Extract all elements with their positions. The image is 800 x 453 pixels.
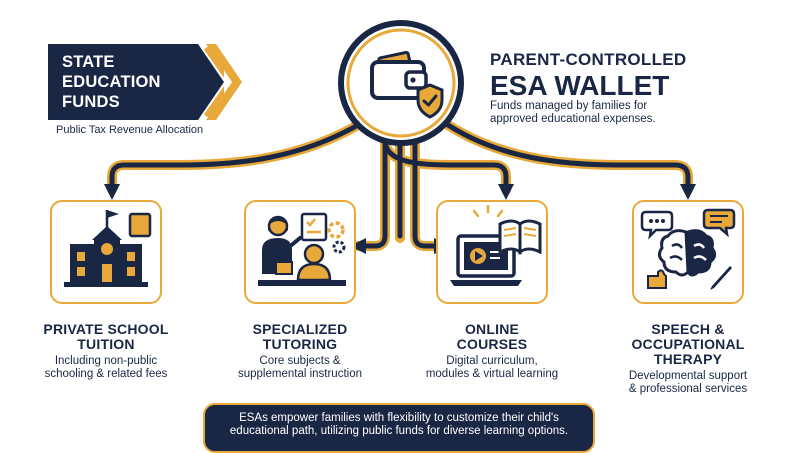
wallet-description: Funds managed by families for approved e… xyxy=(490,100,656,125)
wallet-shield-icon xyxy=(370,50,444,119)
school-building-icon xyxy=(64,210,152,287)
expense-description: Core subjects &supplemental instruction xyxy=(237,355,362,380)
banner-chevron-shadow xyxy=(206,44,242,120)
card-online-courses xyxy=(436,200,548,304)
state-funds-title: STATE EDUCATION FUNDS xyxy=(62,53,161,111)
summary-footer: ESAs empower families with flexibility t… xyxy=(203,403,595,453)
summary-text: ESAs empower families with flexibility t… xyxy=(229,412,569,437)
expense-description: Digital curriculum,modules & virtual lea… xyxy=(425,355,559,380)
state-funds-subtitle: Public Tax Revenue Allocation xyxy=(56,124,204,136)
connector-lines xyxy=(103,120,697,255)
state-funds-banner: STATE EDUCATION FUNDS xyxy=(48,44,224,120)
laptop-book-icon xyxy=(450,204,542,286)
tutor-student-icon xyxy=(258,212,346,286)
card-private-school xyxy=(50,200,162,304)
brain-therapy-icon xyxy=(640,208,736,290)
wallet-circle xyxy=(338,20,464,146)
card-specialized-tutoring xyxy=(244,200,356,304)
expense-description: Developmental support& professional serv… xyxy=(628,370,748,395)
card-speech-therapy xyxy=(632,200,744,304)
wallet-title: PARENT-CONTROLLED ESA WALLET xyxy=(490,50,687,101)
banner-shape xyxy=(48,44,224,120)
